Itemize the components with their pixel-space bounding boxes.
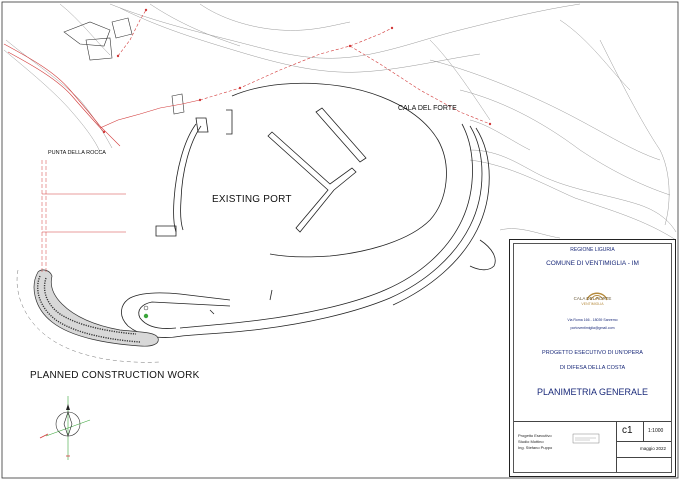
municipality-text: COMUNE DI VENTIMIGLIA - IM <box>546 260 639 267</box>
buildings <box>63 17 185 115</box>
stamp-icon <box>572 433 600 444</box>
logo-name-text: CALA DEL FORTE <box>573 296 612 301</box>
planned-breakwater <box>16 269 161 363</box>
address-text: Via Roma 166 - 18039 Sanremo <box>567 318 618 322</box>
title-block-divider <box>616 457 671 458</box>
contour-lines <box>3 3 677 241</box>
existing-port <box>121 82 496 338</box>
survey-points <box>102 8 492 134</box>
title-block-column <box>643 421 644 441</box>
designer-name: Ing. Stefano Puppo <box>518 445 553 450</box>
sheet-code: c1 <box>622 425 633 436</box>
green-marker <box>143 313 149 319</box>
title-block: REGIONE LIGURIA COMUNE DI VENTIMIGLIA - … <box>509 239 676 477</box>
project-line2: DI DIFESA DELLA COSTA <box>559 365 626 371</box>
compass-north-icon <box>39 396 91 460</box>
title-block-inner: REGIONE LIGURIA COMUNE DI VENTIMIGLIA - … <box>513 243 672 473</box>
designer-role: Progetto Esecutivo <box>518 433 552 438</box>
survey-traverse <box>3 9 491 147</box>
date-text: maggio 2022 <box>640 446 667 451</box>
punta-della-rocca-label: PUNTA DELLA ROCCA <box>48 150 106 156</box>
region-text: REGIONE LIGURIA <box>570 247 615 253</box>
logo-sub-text: VENTIMIGLIA <box>581 302 604 306</box>
drawing-title: PLANIMETRIA GENERALE <box>536 387 649 397</box>
email-text: portoventimiglia@gmail.com <box>570 326 615 330</box>
planned-work-label: PLANNED CONSTRUCTION WORK <box>30 370 200 381</box>
dimension-lines <box>41 160 126 272</box>
project-line1: PROGETTO ESECUTIVO DI UN'OPERA <box>542 350 643 356</box>
cala-del-forte-label: CALA DEL FORTE <box>398 105 457 112</box>
title-block-divider <box>616 441 671 442</box>
cala-del-forte-logo <box>586 292 608 301</box>
scale-text: 1:1000 <box>648 428 664 434</box>
designer-firm: Studio Mottino <box>518 439 544 444</box>
title-block-column <box>616 421 617 472</box>
title-block-divider <box>514 421 671 422</box>
existing-port-label: EXISTING PORT <box>212 194 292 205</box>
